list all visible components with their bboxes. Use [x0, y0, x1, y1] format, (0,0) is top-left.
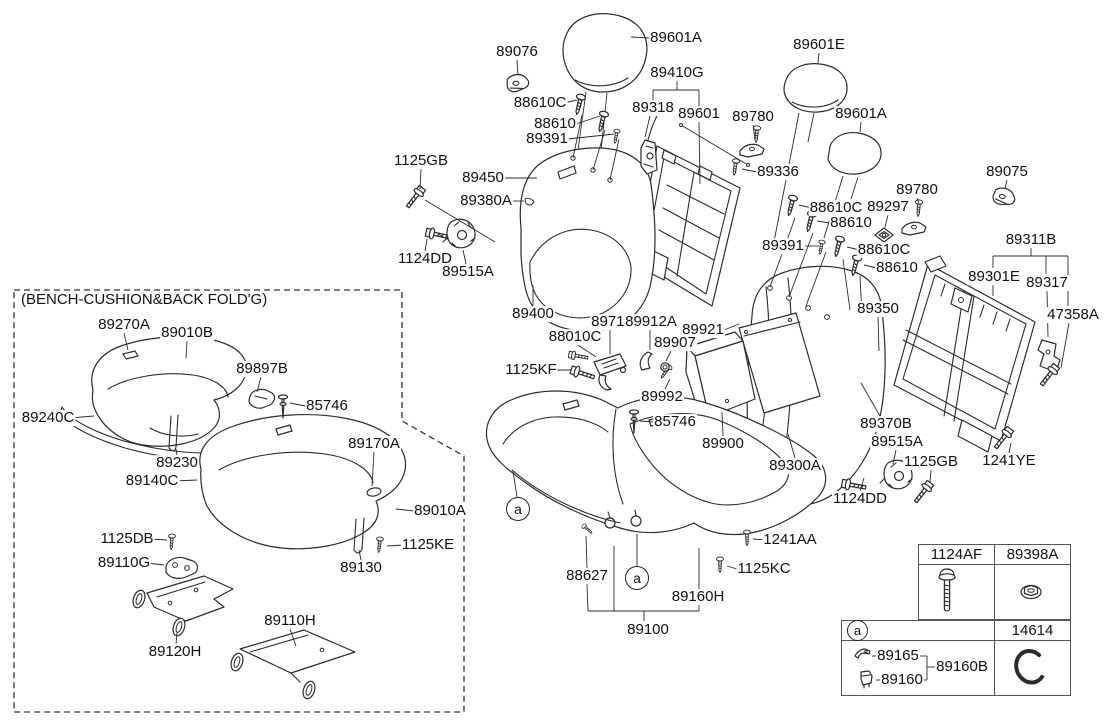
part-label-89515a-41: 89515A: [870, 433, 924, 451]
marker-legend-header: a 14614: [842, 620, 1070, 641]
part-label-89391-21: 89391: [761, 237, 805, 255]
part-label-89336-9: 89336: [756, 163, 800, 181]
circled-a-marker-1: a: [625, 566, 649, 590]
part-label-89907-35: 89907: [653, 334, 697, 352]
part-label-1124dd-24: 1124DD: [397, 250, 453, 268]
part-label-89300a-43: 89300A: [768, 457, 822, 475]
part-label-89601a-11: 89601A: [834, 105, 888, 123]
part-label-1241aa-46: 1241AA: [762, 531, 818, 549]
part-label-89601e-10: 89601E: [792, 36, 846, 54]
part-label-85746-54: 85746: [305, 397, 349, 415]
part-label-89601-4: 89601: [677, 105, 721, 123]
part-label-89010a-59: 89010A: [413, 502, 467, 520]
part-label-89912a-32: 89912A: [624, 313, 678, 331]
bolt-part-number: 1124AF: [919, 545, 995, 564]
part-label-1125gb-12: 1125GB: [393, 152, 449, 170]
part-label-88610-19: 88610: [829, 214, 873, 232]
part-label-88610c-18: 88610C: [808, 199, 864, 217]
part-label-89160b-68: 89160B: [935, 658, 989, 676]
part-label-1125kf-36: 1125KF: [504, 361, 558, 379]
part-label-89450-13: 89450: [461, 169, 505, 187]
part-label-89130-63: 89130: [339, 559, 383, 577]
part-label-1125ke-61: 1125KE: [400, 536, 456, 554]
clips-cell: [842, 641, 995, 695]
part-label-89076-0: 89076: [495, 43, 539, 61]
part-label-89601a-1: 89601A: [649, 29, 703, 47]
part-label-89897b-53: 89897B: [235, 360, 289, 378]
part-label-88610-6: 88610: [533, 115, 577, 133]
part-label-88610c-22: 88610C: [856, 241, 912, 259]
part-label-89240c-55: 89240C: [20, 409, 76, 427]
part-label-85746-38: 85746: [653, 413, 697, 431]
ring-part-number: 14614: [1011, 622, 1054, 639]
part-label-88010c-33: 88010C: [547, 328, 603, 346]
part-label-89110h-64: 89110H: [263, 612, 317, 630]
part-label-89230-56: 89230: [155, 454, 199, 472]
part-label-88627-48: 88627: [565, 567, 609, 585]
part-label-89160h-49: 89160H: [670, 588, 726, 606]
fastener-table-header: 1124AF 89398A: [919, 545, 1070, 565]
part-label-89400-28: 89400: [511, 305, 555, 323]
part-label-89380a-14: 89380A: [459, 192, 513, 210]
marker-legend-table: a 14614: [841, 620, 1071, 696]
part-label-89391-7: 89391: [525, 130, 569, 148]
part-label-1125gb-42: 1125GB: [903, 453, 959, 471]
part-label-89270a-51: 89270A: [97, 316, 151, 334]
inset-title: (BENCH-CUSHION&BACK FOLD'G): [19, 291, 270, 308]
part-label-1241ye-44: 1241YE: [981, 452, 1037, 470]
part-label-89311b-20: 89311B: [1004, 231, 1058, 249]
part-label-89120h-65: 89120H: [147, 643, 203, 661]
part-label-89992-37: 89992: [640, 388, 684, 406]
part-label-88610c-5: 88610C: [512, 94, 568, 112]
part-label-89140c-57: 89140C: [124, 472, 180, 490]
fastener-table: 1124AF 89398A: [918, 544, 1071, 620]
part-label-89110g-62: 89110G: [96, 554, 152, 572]
circled-a-marker: a: [847, 620, 868, 641]
part-label-88610-23: 88610: [875, 259, 919, 277]
part-label-89318-3: 89318: [631, 99, 675, 117]
part-label-47358a-30: 47358A: [1046, 306, 1100, 324]
part-label-89780-8: 89780: [731, 108, 775, 126]
part-label-89165-66: 89165: [876, 647, 920, 665]
part-label-89297-17: 89297: [866, 198, 910, 216]
part-label-89350-29: 89350: [856, 300, 900, 318]
part-label-89170a-58: 89170A: [347, 435, 401, 453]
nut-part-number: 89398A: [1006, 546, 1059, 563]
part-label-89100-50: 89100: [626, 621, 670, 639]
part-label-89160-67: 89160: [880, 671, 924, 689]
part-label-89900-39: 89900: [701, 435, 745, 453]
part-label-89317-27: 89317: [1025, 274, 1069, 292]
part-label-89710-31: 89710: [590, 313, 634, 331]
circled-a-marker-0: a: [506, 497, 530, 521]
part-label-89780-16: 89780: [895, 181, 939, 199]
part-label-89921-34: 89921: [681, 321, 725, 339]
part-label-89370b-40: 89370B: [859, 415, 913, 433]
part-label-89515a-25: 89515A: [441, 263, 495, 281]
part-label-89075-15: 89075: [985, 163, 1029, 181]
part-label-1125db-60: 1125DB: [99, 530, 155, 548]
part-label-1124dd-45: 1124DD: [832, 490, 888, 508]
part-label-89301e-26: 89301E: [967, 268, 1021, 286]
part-label-89010b-52: 89010B: [160, 324, 214, 342]
bolt-icon-cell: [919, 565, 995, 619]
marker-cell: a: [842, 620, 995, 641]
part-label-89410g-2: 89410G: [649, 64, 705, 82]
part-label-1125kc-47: 1125KC: [736, 560, 792, 578]
